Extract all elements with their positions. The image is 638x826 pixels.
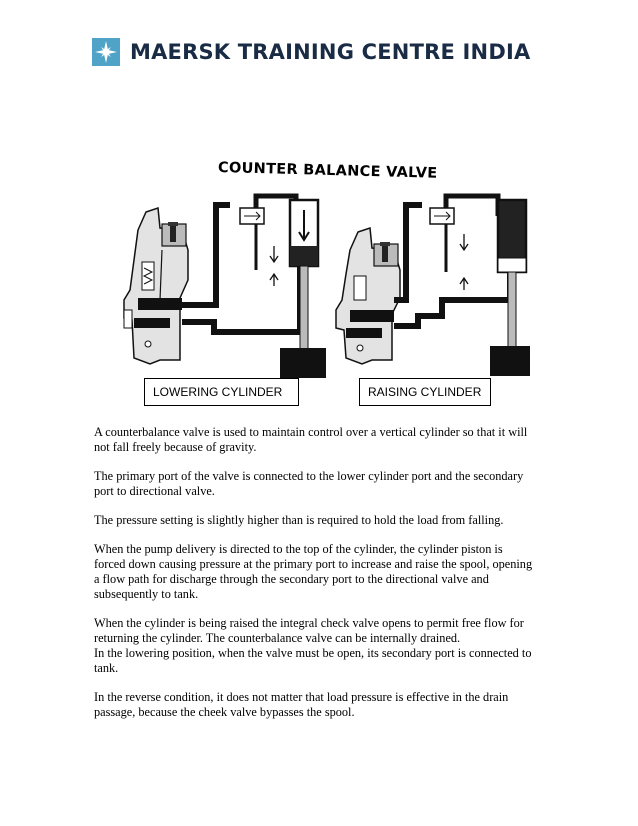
body-text: A counterbalance valve is used to mainta… (94, 425, 554, 734)
page-header: MAERSK TRAINING CENTRE INDIA (92, 36, 530, 68)
caption-lowering-cylinder: LOWERING CYLINDER (144, 378, 299, 406)
caption-raising-cylinder: RAISING CYLINDER (359, 378, 491, 406)
paragraph: The pressure setting is slightly higher … (94, 513, 504, 527)
raising-assembly (335, 193, 530, 376)
lowering-assembly (123, 193, 326, 378)
star-icon (92, 38, 120, 66)
paragraph: When the pump delivery is directed to th… (94, 542, 533, 601)
paragraph: The primary port of the valve is connect… (94, 469, 524, 498)
paragraph: In the reverse condition, it does not ma… (94, 690, 509, 719)
valve-diagram (123, 193, 530, 378)
org-name: MAERSK TRAINING CENTRE INDIA (130, 40, 531, 64)
paragraph: When the cylinder is being raised the in… (94, 616, 532, 675)
paragraph: A counterbalance valve is used to mainta… (94, 425, 528, 454)
